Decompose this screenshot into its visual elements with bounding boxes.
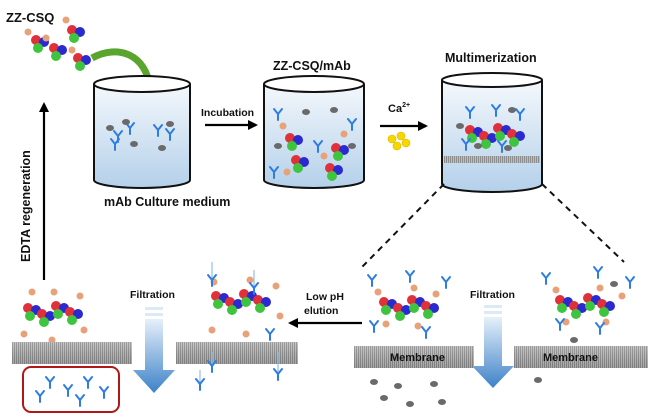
filtration-right-arrow: [472, 305, 514, 388]
impurity-icon: [370, 379, 446, 407]
low-ph-label-line2: elution: [304, 305, 338, 317]
csq-multimer: [208, 276, 284, 338]
filtration-left-label: Filtration: [130, 289, 175, 301]
multimerization-title: Multimerization: [445, 51, 537, 65]
csq-multimer: [541, 266, 635, 335]
culture-medium-label: mAb Culture medium: [104, 195, 230, 209]
membrane-label: Membrane: [390, 352, 445, 364]
low-ph-label-line1: Low pH: [306, 291, 344, 303]
antibody-icon: [195, 274, 283, 391]
beaker-culture-medium: [93, 75, 191, 189]
calcium-label: Ca2+: [388, 102, 410, 115]
csq-multimer: [20, 288, 88, 344]
zoom-guide-line-right: [541, 183, 625, 263]
edta-regeneration-label: EDTA regeneration: [19, 150, 33, 262]
filtration-right-label: Filtration: [470, 289, 515, 301]
zoom-guide-line-left: [361, 183, 445, 268]
purified-antibody-product: [22, 366, 120, 413]
csq-multimer: [367, 270, 451, 339]
membrane-in-beaker: [444, 156, 540, 163]
zz-csq-mab-title: ZZ-CSQ/mAb: [273, 59, 351, 73]
zz-csq-molecule: [62, 16, 85, 43]
filtration-left-arrow: [133, 307, 175, 393]
panel-regenerated-multimer: [12, 288, 132, 364]
beaker-zz-csq-mab: [263, 75, 365, 189]
membrane-label: Membrane: [543, 352, 598, 364]
zz-csq-reagent: ZZ-CSQ: [6, 10, 91, 71]
panel-multimer-membrane: Membrane: [354, 270, 474, 407]
product-box: [22, 366, 120, 413]
zz-csq-molecule: [42, 34, 67, 61]
incubation-label: Incubation: [201, 107, 254, 119]
panel-multimer-with-impurities: Membrane: [514, 266, 648, 383]
beaker-multimerization: [441, 72, 543, 193]
calcium-ion-icon: [387, 131, 411, 151]
panel-elution-membrane: [176, 262, 298, 391]
zz-csq-molecule: [68, 46, 91, 71]
zz-csq-label: ZZ-CSQ: [6, 10, 54, 25]
